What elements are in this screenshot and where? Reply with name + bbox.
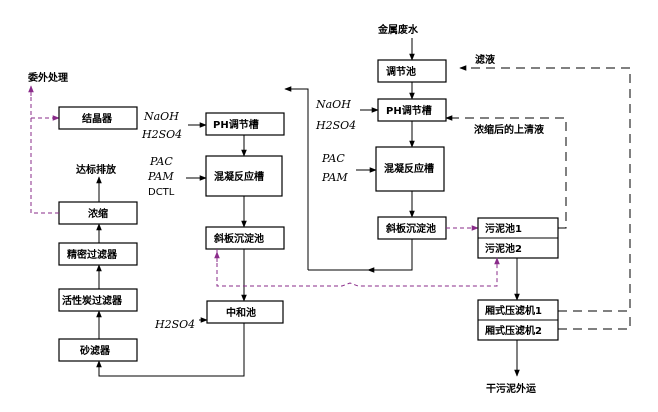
arrow-left-settler-to-sludge (216, 249, 500, 287)
ph-adjust-left-label: PH调节槽 (213, 118, 259, 131)
crystallizer-label: 结晶器 (82, 112, 113, 125)
coag-tank-right (375, 146, 445, 192)
dry-sludge-label: 干污泥外运 (486, 382, 536, 395)
ph-adjust-left (205, 112, 285, 136)
h2so4-left-label: H2SO4 (141, 128, 182, 141)
sludge-tank-2-label: 污泥池2 (485, 242, 522, 255)
h2so4-neutral-label: H2SO4 (154, 318, 195, 331)
coag-tank-right-label: 混凝反应槽 (384, 162, 434, 175)
neutral-tank-label: 中和池 (226, 306, 256, 319)
coag-tank-left (205, 155, 283, 197)
crystallizer (58, 106, 138, 130)
precision-filter-label: 精密过滤器 (67, 248, 118, 261)
sludge-tank-1-label: 污泥池1 (485, 222, 522, 235)
arrow-supernatant-return (445, 115, 567, 229)
arrow-filtrate-return-1 (459, 65, 631, 312)
arrow-filtrate-return-2 (558, 311, 631, 330)
concentrate-supernatant-label: 浓缩后的上清液 (474, 123, 544, 136)
adjust-tank-right-label: 调节池 (386, 65, 416, 78)
pac-right-label: PAC (321, 152, 345, 165)
coag-tank-left-label: 混凝反应槽 (214, 170, 264, 183)
metal-wastewater-label: 金属废水 (377, 23, 419, 36)
arrow-settler-right-out (367, 239, 413, 273)
sand-filter-label: 砂滤器 (79, 344, 111, 357)
concentrate-to-external-line (30, 87, 59, 214)
carbon-filter-label: 活性炭过滤器 (62, 294, 123, 307)
arrow-neutral-to-sand (96, 323, 245, 377)
naoh-left-label: NaOH (143, 110, 179, 123)
pam-left-label: PAM (147, 170, 174, 183)
discharge-label: 达标排放 (76, 163, 117, 176)
concentrate-label: 浓缩 (88, 207, 108, 220)
incline-settler-left-label: 斜板沉淀池 (213, 232, 264, 245)
h2so4-right-label: H2SO4 (315, 119, 356, 132)
neutral-tank (206, 300, 284, 324)
filter-press-1-label: 厢式压滤机1 (485, 304, 542, 317)
external-label: 委外处理 (27, 71, 68, 84)
precision-filter (58, 242, 138, 266)
ph-adjust-right-label: PH调节槽 (386, 104, 432, 117)
sand-filter (58, 338, 138, 362)
filter-press-2-label: 厢式压滤机2 (485, 324, 542, 337)
naoh-right-label: NaOH (315, 98, 351, 111)
incline-settler-right-label: 斜板沉淀池 (385, 222, 436, 235)
carbon-filter (58, 288, 138, 312)
pac-left-label: PAC (149, 155, 173, 168)
arrow-return-to-ph-left (284, 86, 309, 270)
pam-right-label: PAM (321, 171, 348, 184)
dctl-label: DCTL (148, 187, 175, 198)
incline-settler-left (205, 226, 285, 250)
filtrate-label: 滤液 (475, 53, 495, 66)
